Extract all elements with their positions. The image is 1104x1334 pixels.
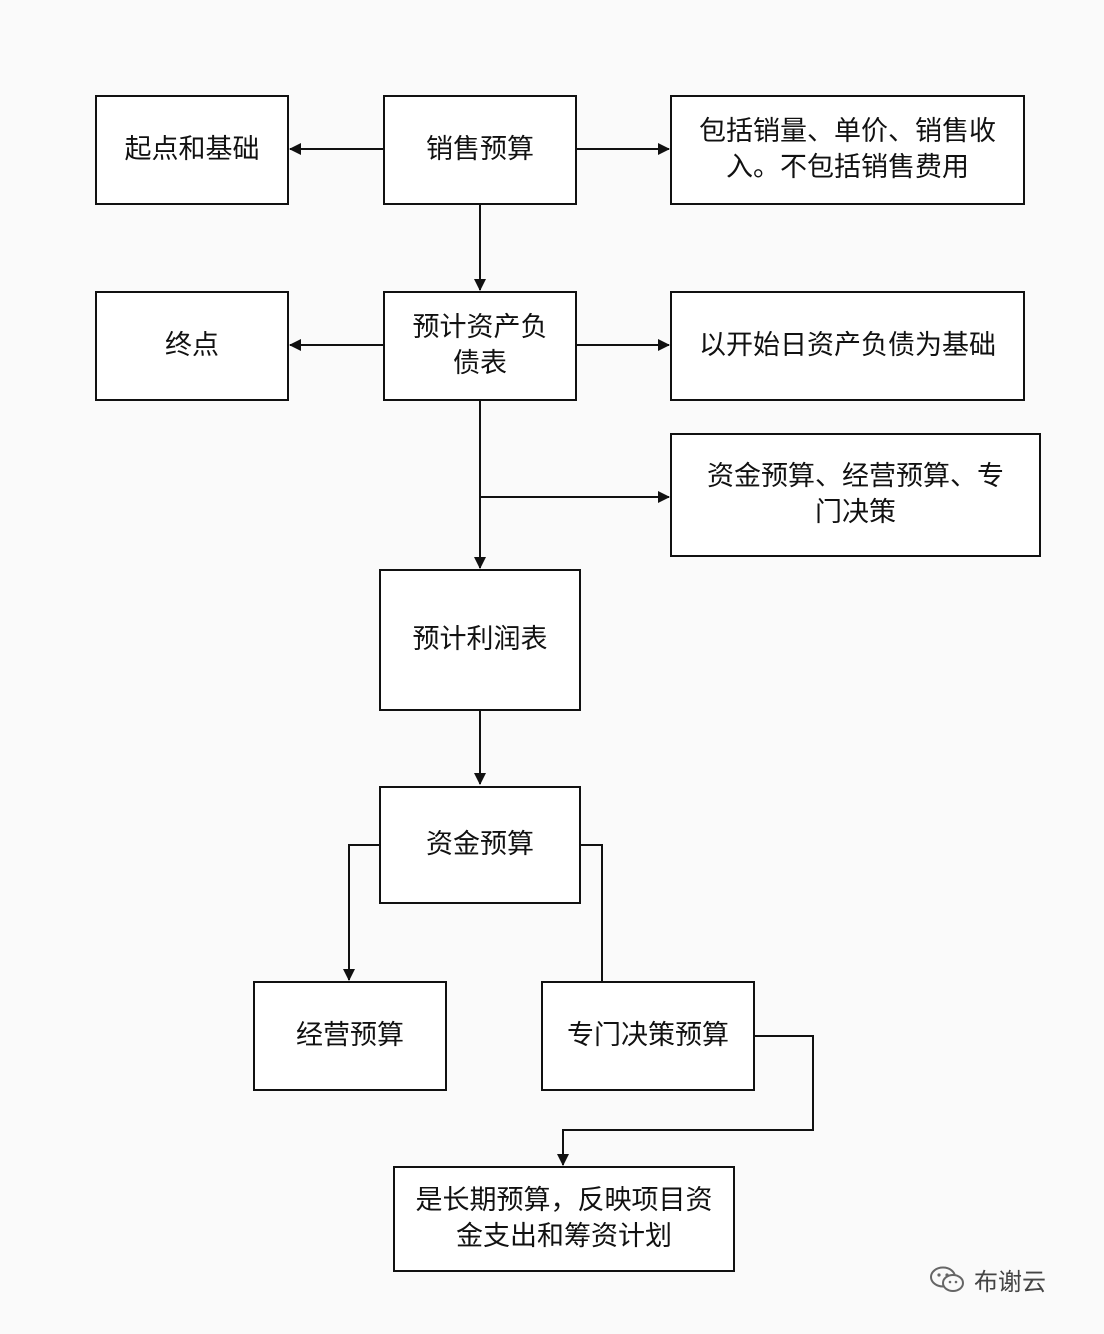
arrow-cash-to-operating bbox=[343, 844, 379, 981]
arrow-special-to-note bbox=[557, 1035, 814, 1166]
node-sales-budget: 销售预算 bbox=[383, 95, 577, 205]
node-operating-budget: 经营预算 bbox=[253, 981, 447, 1091]
watermark-text: 布谢云 bbox=[974, 1268, 1046, 1296]
node-start-basis: 起点和基础 bbox=[95, 95, 289, 205]
wechat-icon bbox=[930, 1266, 964, 1292]
node-sales-includes: 包括销量、单价、销售收入。不包括销售费用 bbox=[670, 95, 1025, 205]
node-balance-sheet: 预计资产负债表 bbox=[383, 291, 577, 401]
watermark: 布谢云 bbox=[928, 1262, 1046, 1297]
node-budgets-group: 资金预算、经营预算、专门决策 bbox=[670, 433, 1041, 557]
line-cash-to-special bbox=[580, 844, 603, 982]
node-special-budget: 专门决策预算 bbox=[541, 981, 755, 1091]
node-end-point: 终点 bbox=[95, 291, 289, 401]
node-balance-basis: 以开始日资产负债为基础 bbox=[670, 291, 1025, 401]
node-income-statement: 预计利润表 bbox=[379, 569, 581, 711]
node-cash-budget: 资金预算 bbox=[379, 786, 581, 904]
node-long-term-note: 是长期预算，反映项目资金支出和筹资计划 bbox=[393, 1166, 735, 1272]
